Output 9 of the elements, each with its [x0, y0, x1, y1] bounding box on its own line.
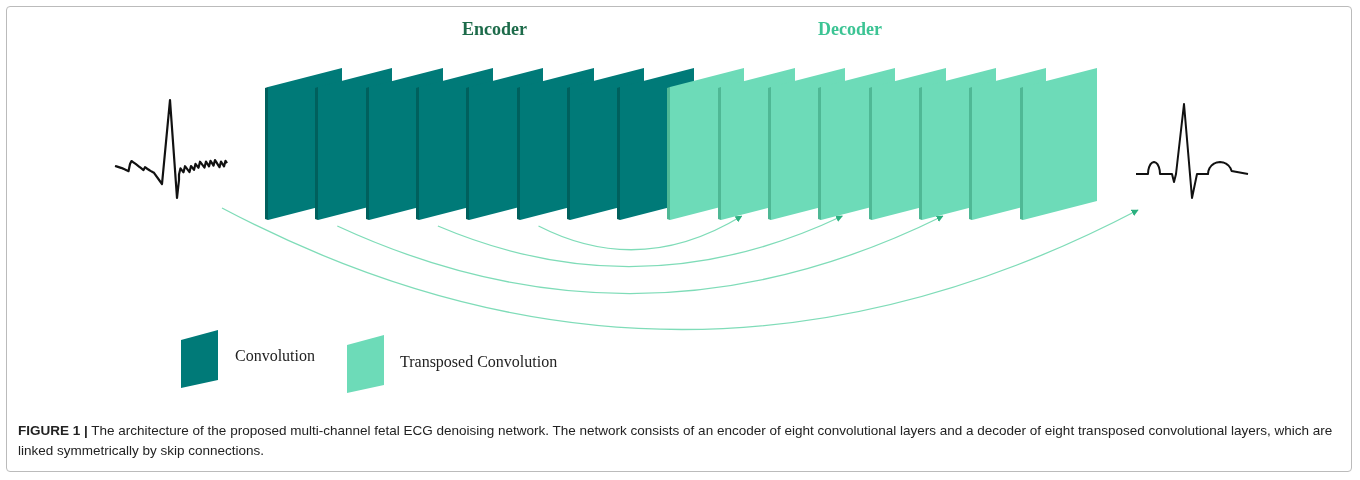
- legend-label: Transposed Convolution: [400, 353, 558, 371]
- skip-connection-arrow: [437, 215, 843, 268]
- legend-label: Convolution: [235, 347, 315, 365]
- skip-connection-arrow: [221, 207, 1139, 331]
- figure-caption: FIGURE 1 | The architecture of the proposed multi-channel fetal ECG denoising network. The network consists of an encoder of eight convolutional layers and a decoder of eight transposed convolutional layers, which are linked symmetrically by skip connections.: [18, 422, 1334, 460]
- skip-connection-arrow: [537, 215, 743, 251]
- section-heading: Decoder: [818, 19, 882, 40]
- skip-connection-arrow: [336, 215, 944, 295]
- section-heading: Encoder: [462, 19, 527, 40]
